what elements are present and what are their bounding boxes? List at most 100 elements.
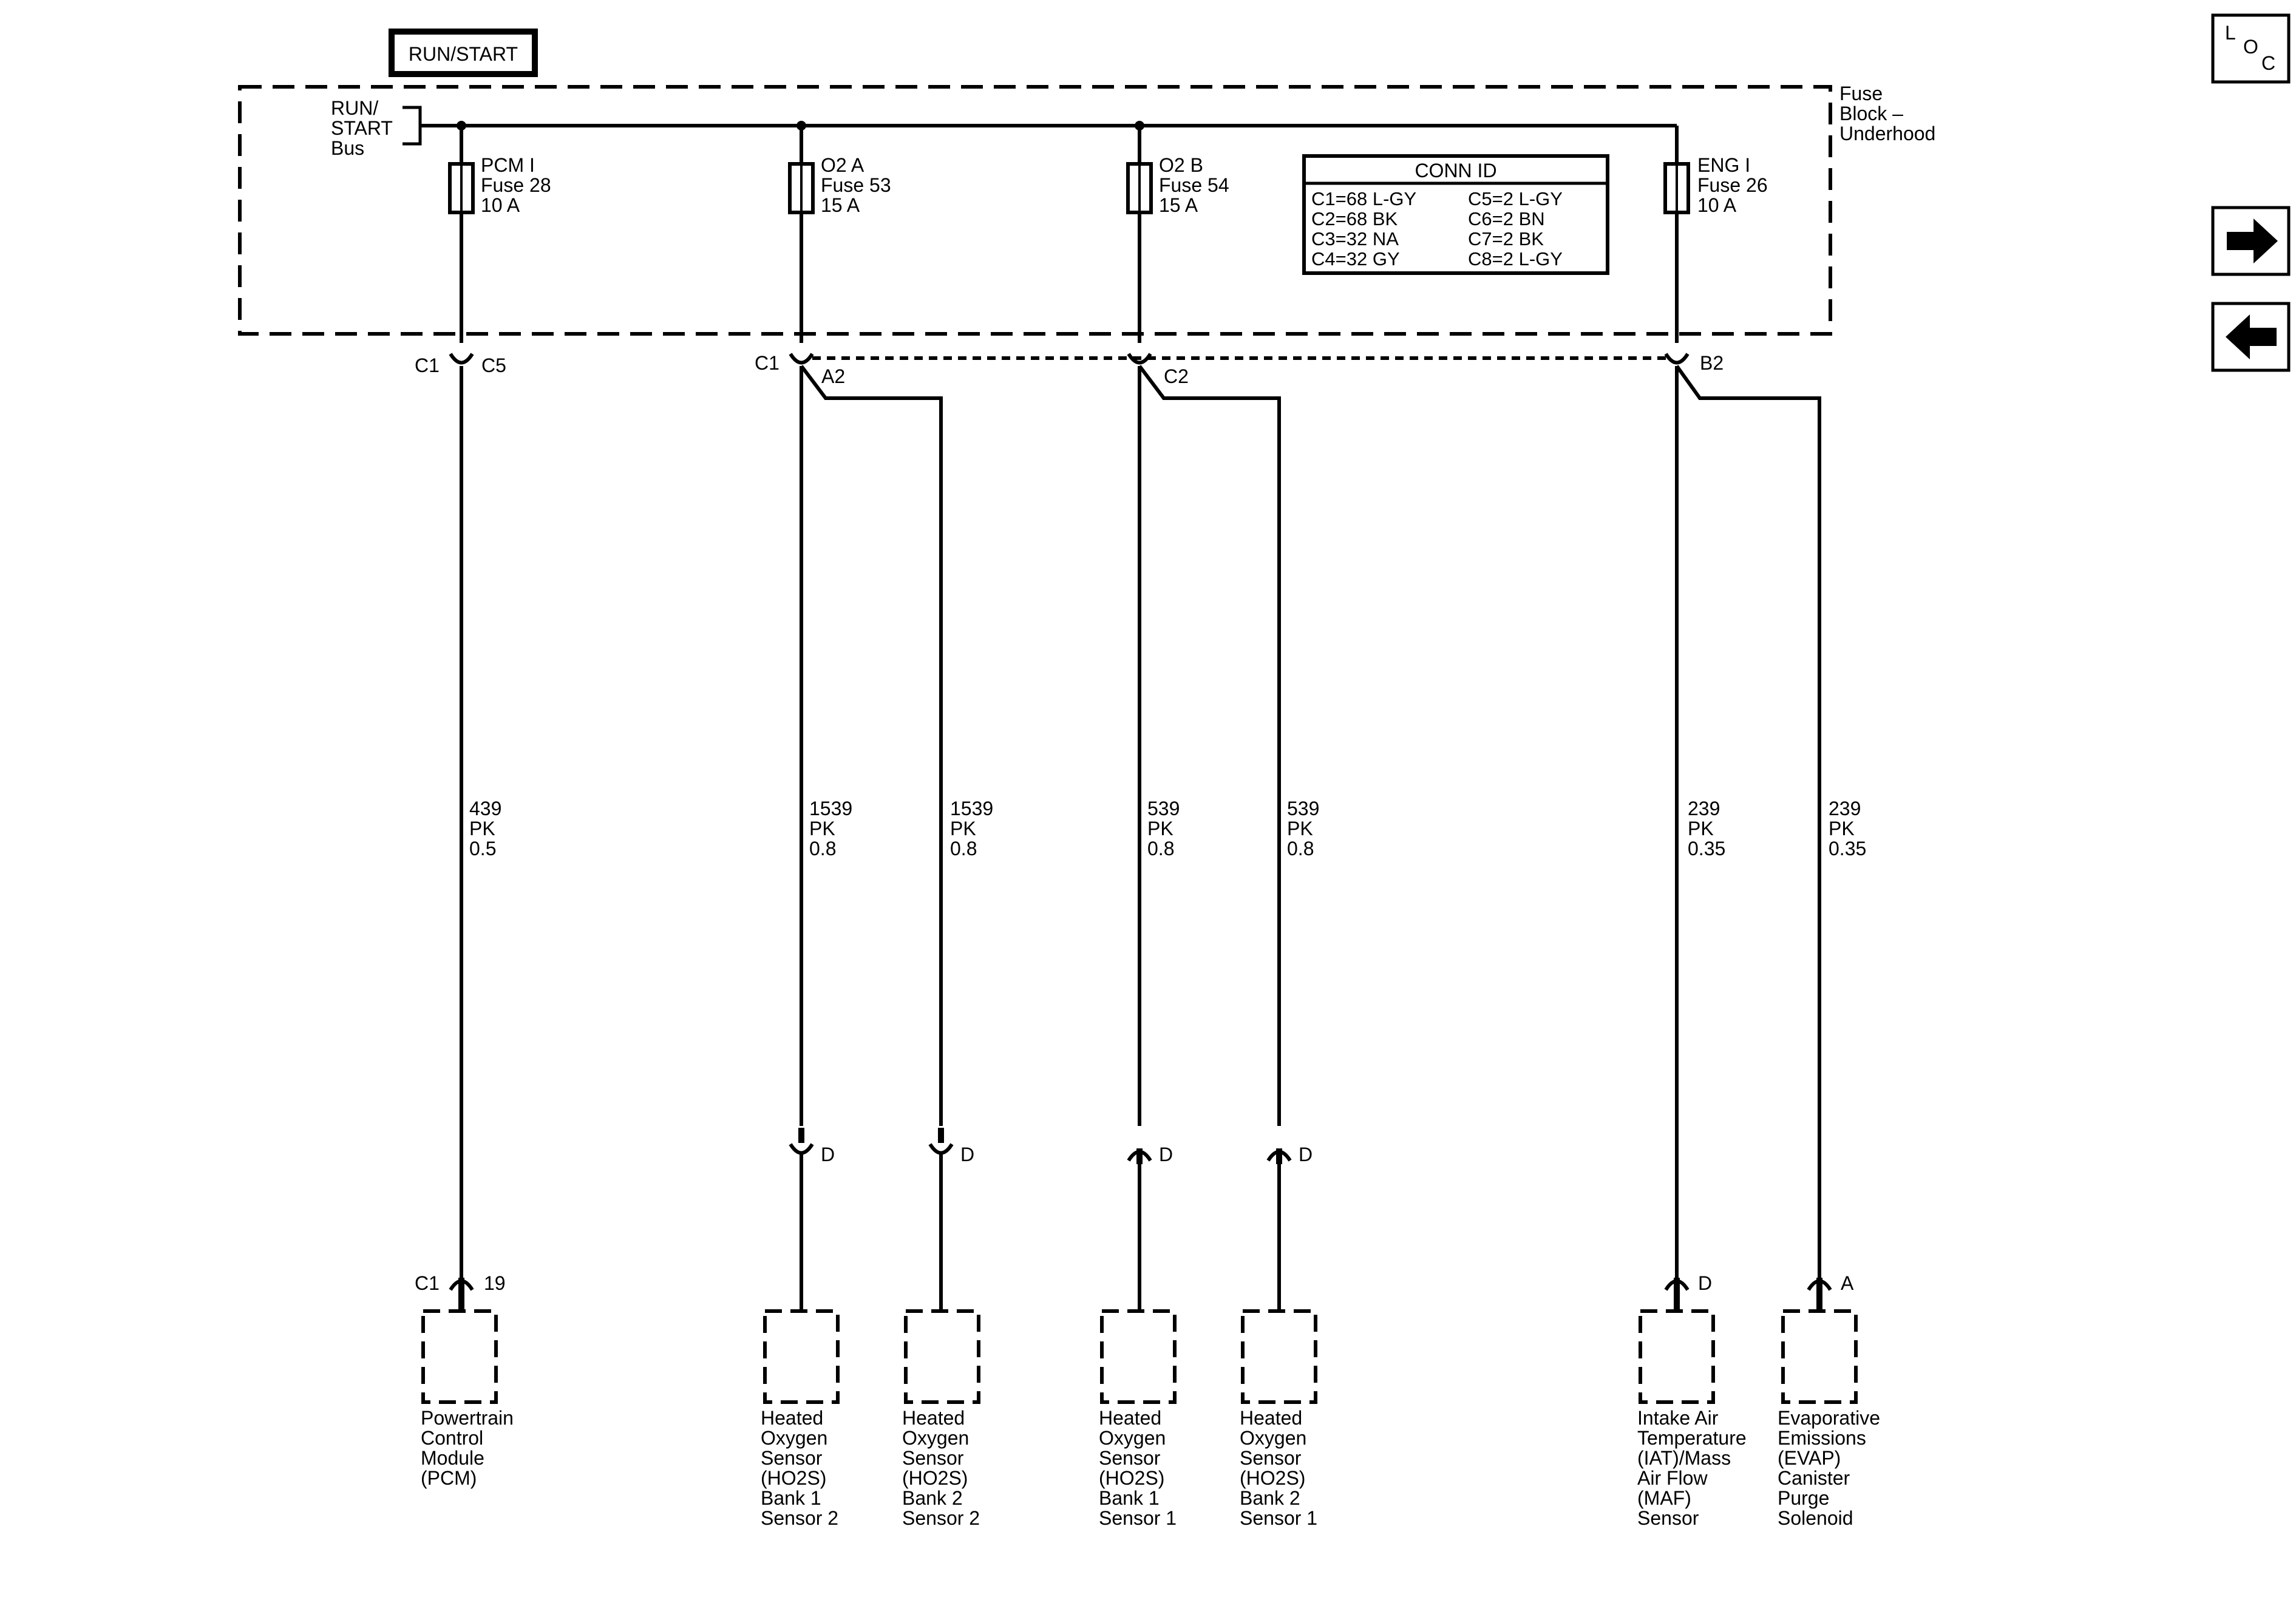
component-label-line: Bank 2 [902, 1487, 963, 1509]
wire-color: PK [1147, 818, 1173, 839]
wire-circuit: 1539 [809, 798, 852, 819]
component-connector-a-label: A [1841, 1272, 1854, 1294]
wire-label-evap: 239 PK 0.35 [1829, 798, 1866, 859]
fuse-o2-a: O2 A Fuse 53 15 A [788, 154, 891, 216]
inline-connector-label: D [821, 1144, 835, 1165]
component-ho2s-b1s2: Heated Oxygen Sensor (HO2S) Bank 1 Senso… [761, 1309, 840, 1529]
run-start-bus-label: RUN/ START Bus [331, 97, 422, 159]
inline-connector-b2s1: D [1266, 1144, 1313, 1165]
location-button[interactable]: L O C [2211, 13, 2291, 84]
fuse-block-label-3: Underhood [1839, 123, 1935, 144]
component-connector-pcm: C1 19 [415, 1272, 506, 1311]
fuse-eng-i-number: Fuse 26 [1697, 174, 1768, 196]
component-label-line: (HO2S) [902, 1467, 968, 1489]
fuse-o2-a-name: O2 A [821, 154, 864, 176]
fuse-o2-b-rating: 15 A [1159, 194, 1198, 216]
wire-color: PK [1829, 818, 1855, 839]
wire-gauge: 0.35 [1829, 838, 1866, 859]
fuse-eng-i-name: ENG I [1697, 154, 1750, 176]
conn-id-c7: C7=2 BK [1468, 228, 1544, 249]
conn-id-c4: C4=32 GY [1311, 248, 1400, 270]
connector-pcm-c1-c5: C1 C5 [415, 353, 506, 376]
component-evap-solenoid: Evaporative Emissions (EVAP) Canister Pu… [1778, 1309, 1880, 1529]
previous-page-button[interactable] [2211, 302, 2291, 372]
wire-circuit: 239 [1688, 798, 1720, 819]
component-label-line: Sensor 2 [902, 1507, 980, 1529]
component-label-line: Sensor 1 [1099, 1507, 1177, 1529]
component-label-line: (EVAP) [1778, 1447, 1841, 1469]
wire-circuit: 539 [1287, 798, 1319, 819]
component-connector-pin-label: 19 [484, 1272, 506, 1294]
conn-id-c5: C5=2 L-GY [1468, 188, 1563, 209]
power-mode-box: RUN/START [389, 29, 538, 77]
wire-color: PK [950, 818, 976, 839]
wire-color: PK [469, 818, 495, 839]
wire-label-b2s2: 1539 PK 0.8 [950, 798, 993, 859]
fuse-block-label: Fuse Block – Underhood [1839, 83, 1935, 144]
fuse-block-label-1: Fuse [1839, 83, 1883, 104]
conn-id-title: CONN ID [1415, 160, 1496, 181]
component-label-line: Canister [1778, 1467, 1850, 1489]
wire-gauge: 0.8 [809, 838, 836, 859]
component-label-line: Powertrain [421, 1407, 514, 1429]
wire-gauge: 0.8 [1287, 838, 1314, 859]
inline-connector-b2s2: D [928, 1128, 974, 1165]
wire-color: PK [809, 818, 835, 839]
wire-gauge: 0.5 [469, 838, 496, 859]
connector-b2-label: B2 [1700, 352, 1724, 374]
connector-c2-label: C2 [1164, 365, 1189, 387]
wire-label-b1s2: 1539 PK 0.8 [809, 798, 852, 859]
component-label-line: Control [421, 1427, 483, 1449]
bus-label-2: START [331, 117, 393, 139]
component-label-line: Sensor 1 [1240, 1507, 1317, 1529]
connector-c1-label: C1 [415, 354, 440, 376]
wire-paths [460, 365, 1821, 1278]
inline-connector-label: D [960, 1144, 974, 1165]
bus-label-3: Bus [331, 137, 364, 159]
fuse-o2-b-name: O2 B [1159, 154, 1203, 176]
component-label-line: Solenoid [1778, 1507, 1853, 1529]
wire-circuit: 239 [1829, 798, 1861, 819]
component-label-line: (HO2S) [1099, 1467, 1164, 1489]
component-label-line: Module [421, 1447, 484, 1469]
wire-label-iat: 239 PK 0.35 [1688, 798, 1725, 859]
component-label-line: Temperature [1637, 1427, 1747, 1449]
fuse-block-label-2: Block – [1839, 103, 1903, 124]
component-label-line: Oxygen [1099, 1427, 1166, 1449]
wire-label-pcm: 439 PK 0.5 [469, 798, 501, 859]
component-label-line: Sensor [902, 1447, 964, 1469]
component-label-line: Oxygen [902, 1427, 969, 1449]
wire-label-b2s1: 539 PK 0.8 [1287, 798, 1319, 859]
wire-label-b1s1: 539 PK 0.8 [1147, 798, 1180, 859]
connector-c1-label-2: C1 [755, 352, 779, 374]
component-label-line: Sensor [1099, 1447, 1161, 1469]
component-ho2s-b1s1: Heated Oxygen Sensor (HO2S) Bank 1 Senso… [1099, 1309, 1177, 1529]
wire-color: PK [1688, 818, 1714, 839]
component-connector-evap: A [1807, 1272, 1854, 1311]
conn-id-c1: C1=68 L-GY [1311, 188, 1416, 209]
component-label-line: Evaporative [1778, 1407, 1880, 1429]
fuse-eng-i-rating: 10 A [1697, 194, 1737, 216]
component-label-line: Bank 2 [1240, 1487, 1300, 1509]
location-letter-l: L [2225, 22, 2236, 44]
component-label-line: Heated [1099, 1407, 1161, 1429]
component-label-line: Emissions [1778, 1427, 1866, 1449]
fuse-o2-a-rating: 15 A [821, 194, 860, 216]
component-label-line: (PCM) [421, 1467, 477, 1489]
conn-id-c6: C6=2 BN [1468, 208, 1545, 229]
fuse-o2-b: O2 B Fuse 54 15 A [1126, 154, 1229, 216]
wire-color: PK [1287, 818, 1313, 839]
component-label-line: Purge [1778, 1487, 1829, 1509]
power-mode-label: RUN/START [409, 43, 518, 65]
next-page-button[interactable] [2211, 206, 2291, 276]
component-label-line: Sensor [1637, 1507, 1699, 1529]
inline-connector-b1s2: D [789, 1128, 835, 1165]
component-connector-d-label: D [1698, 1272, 1712, 1294]
connector-o2a-c1-a2: C1 A2 [755, 352, 845, 387]
connector-eng-b2: B2 [1664, 352, 1724, 374]
wire-circuit: 439 [469, 798, 501, 819]
connector-c5-label: C5 [481, 354, 506, 376]
fuse-o2-b-number: Fuse 54 [1159, 174, 1229, 196]
component-label-line: Oxygen [761, 1427, 827, 1449]
